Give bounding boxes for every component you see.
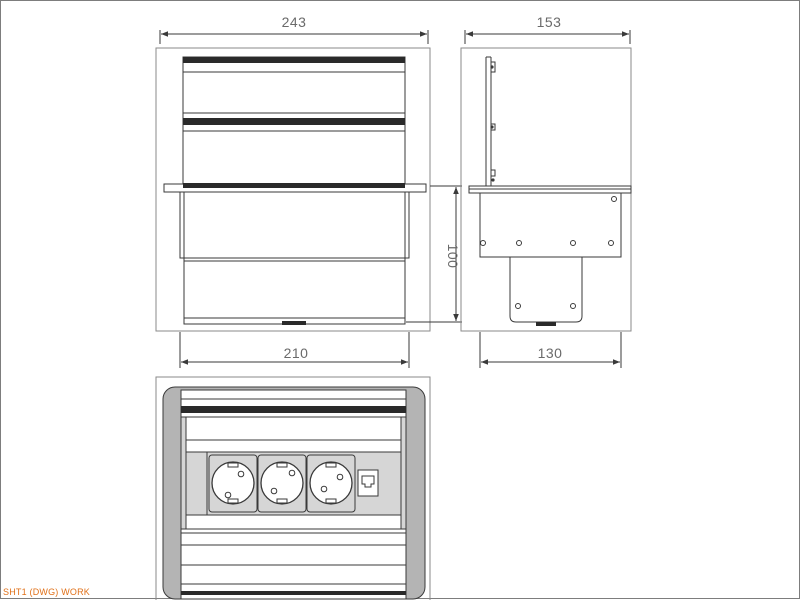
front-cup (183, 257, 406, 325)
front-view (155, 47, 431, 332)
side-body (479, 192, 622, 258)
dim-front-inner-width: 210 (179, 332, 410, 368)
top-view (155, 376, 431, 600)
front-lid-mid-stripe (183, 118, 405, 125)
front-view-bounding-frame (155, 47, 431, 332)
dim-label-front-inner-width: 210 (284, 345, 309, 361)
dim-label-front-height: 100 (445, 244, 461, 269)
dim-label-front-width: 243 (282, 14, 307, 30)
front-flange-stripe (183, 183, 405, 188)
dim-side-width: 153 (464, 14, 631, 44)
dim-label-side-width: 153 (537, 14, 562, 30)
top-side-rail-left (180, 416, 187, 530)
screw-icon (608, 240, 614, 246)
screw-icon (490, 65, 494, 69)
front-lid-top-stripe (183, 57, 405, 63)
screw-icon (516, 240, 522, 246)
side-view (460, 47, 632, 332)
top-side-rail-right (400, 416, 407, 530)
screw-icon (490, 125, 494, 129)
top-hinge-stripe (181, 406, 406, 413)
status-text: SHT1 (DWG) WORK (3, 587, 90, 597)
schuko-socket-icon (306, 454, 356, 513)
side-lid-profile (485, 56, 496, 190)
screw-icon (611, 196, 617, 202)
side-cup-latch (536, 322, 556, 326)
dim-side-inner-width: 130 (479, 332, 622, 368)
schuko-socket-icon (257, 454, 307, 513)
screw-icon (570, 303, 576, 309)
screw-icon (480, 240, 486, 246)
front-cup-latch (282, 321, 306, 325)
screw-icon (570, 240, 576, 246)
dim-front-width: 243 (159, 14, 429, 44)
top-view-bounding-frame (155, 376, 431, 600)
dim-label-side-inner-width: 130 (538, 345, 563, 361)
dim-front-height: 100 (406, 185, 462, 323)
screw-icon (515, 303, 521, 309)
rj45-network-port-icon (357, 469, 379, 497)
schuko-socket-icon (208, 454, 258, 513)
screw-icon (491, 178, 495, 182)
side-cup (509, 256, 583, 323)
top-bottom-stripe (181, 591, 406, 595)
front-body (179, 191, 410, 259)
